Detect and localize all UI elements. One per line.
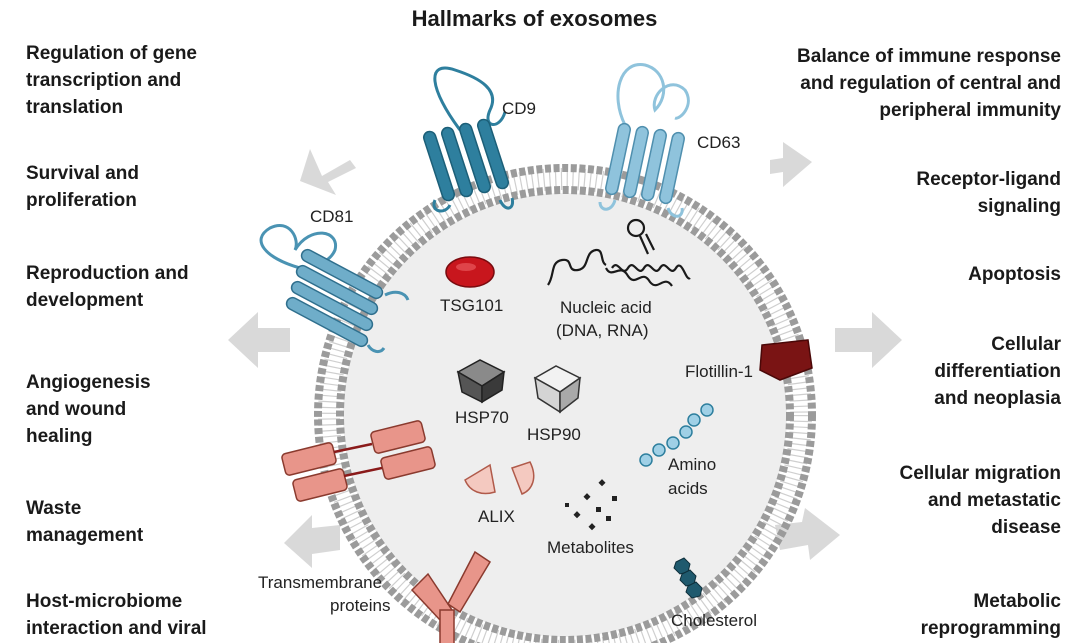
function-gene-regulation: Regulation of gene transcription and tra… [26, 43, 197, 118]
function-immune-balance: Balance of immune response and regulatio… [797, 46, 1061, 121]
tsg101-label: TSG101 [440, 296, 503, 315]
alix-label: ALIX [478, 507, 515, 526]
flotillin-1-label: Flotillin-1 [685, 362, 753, 381]
arrow-left [228, 312, 290, 368]
hsp70-shape [456, 359, 506, 404]
cd63-tetraspanin [598, 63, 690, 218]
function-differentiation-neoplasia: Cellular differentiation and neoplasia [934, 334, 1061, 409]
alix-shape [464, 461, 535, 495]
metabolites-dots [565, 479, 617, 531]
flotillin-1-shape [759, 339, 813, 381]
cd81-tetraspanin [259, 224, 410, 354]
cd81-label: CD81 [310, 207, 353, 226]
arrow-upper-left [300, 149, 356, 195]
exosome-lumen [343, 193, 787, 637]
function-receptor-ligand: Receptor-ligand signaling [916, 169, 1061, 217]
diagram-title: Hallmarks of exosomes [411, 6, 658, 31]
lipid-bilayer [314, 164, 816, 643]
function-survival-proliferation: Survival and proliferation [26, 163, 139, 211]
hsp90-label: HSP90 [527, 425, 581, 444]
cd63-label: CD63 [697, 133, 740, 152]
amino-acids-label-line1: Amino [668, 455, 716, 474]
outward-arrows [228, 142, 902, 568]
nucleic-acid-label-line1: Nucleic acid [560, 298, 652, 317]
function-apoptosis: Apoptosis [968, 264, 1061, 285]
hsp90-shape [533, 365, 582, 414]
hsp70-label: HSP70 [455, 408, 509, 427]
nucleic-acid-strands [547, 218, 691, 287]
cholesterol-label: Cholesterol [671, 611, 757, 630]
nucleic-acid-label-line2: (DNA, RNA) [556, 321, 649, 340]
function-waste-management: Waste management [26, 498, 144, 546]
transmembrane-protein-cluster [281, 420, 436, 502]
function-host-microbiome: Host-microbiome interaction and viral [26, 591, 207, 639]
function-migration-metastasis: Cellular migration and metastatic diseas… [899, 463, 1061, 538]
metabolites-label: Metabolites [547, 538, 634, 557]
tsg101-shape [445, 256, 495, 288]
cholesterol-molecule [673, 557, 703, 599]
transmembrane-label-line2: proteins [330, 596, 390, 615]
arrow-upper-right [770, 142, 812, 187]
transmembrane-label-line1: Transmembrane [258, 573, 382, 592]
amino-acid-chain [639, 403, 714, 467]
arrow-lower-right [775, 508, 840, 560]
amino-acids-label-line2: acids [668, 479, 708, 498]
cd9-tetraspanin [422, 66, 515, 213]
transmembrane-receptor [410, 550, 492, 643]
function-metabolic-reprogramming: Metabolic reprogramming [920, 591, 1061, 639]
function-reproduction-development: Reproduction and development [26, 263, 189, 311]
arrow-lower-left [284, 515, 340, 568]
cd9-label: CD9 [502, 99, 536, 118]
arrow-right [835, 312, 902, 368]
function-angiogenesis-wound-healing: Angiogenesis and wound healing [26, 372, 151, 447]
